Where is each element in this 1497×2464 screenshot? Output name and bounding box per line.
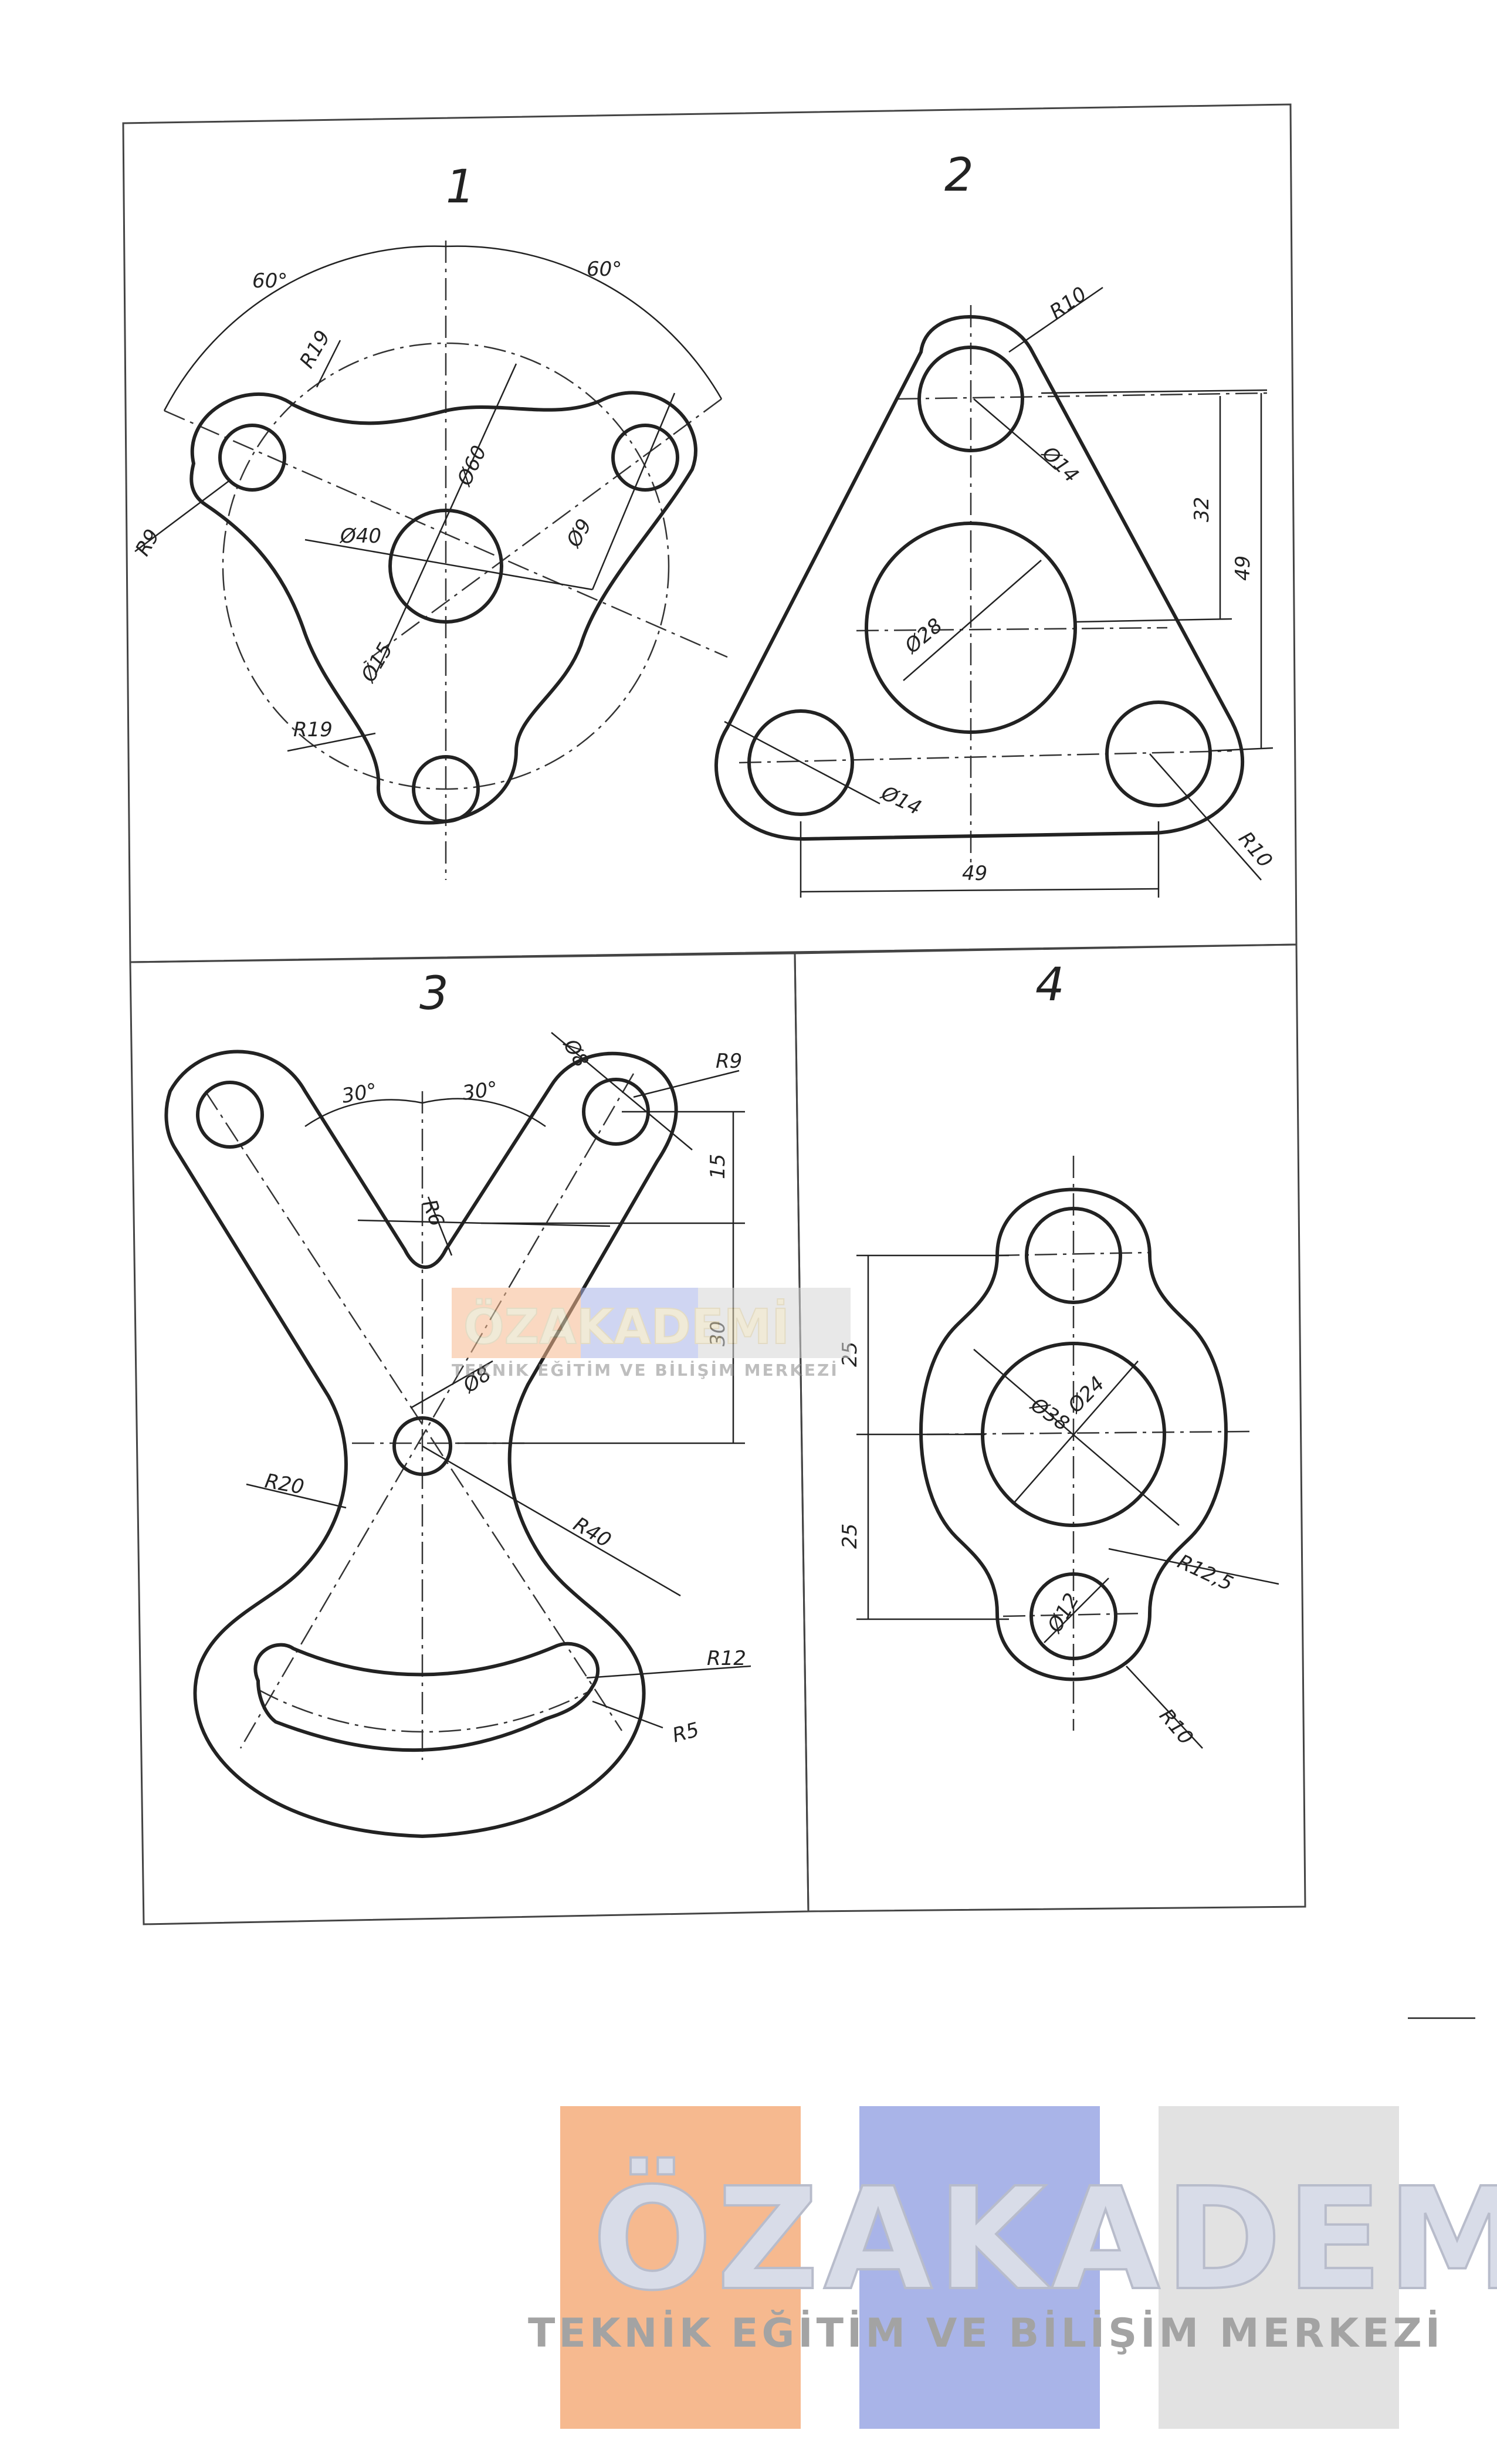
dim-angle-right: 60° [587,258,622,281]
part-1-outline [189,391,697,825]
watermark-brand: ÖZAKADEMİ [592,2157,1497,2321]
watermark-small: ÖZAKADEMİ TEKNİK EĞİTİM VE BİLİŞİM MERKE… [452,1288,851,1380]
dim-d40: Ø40 [339,524,381,548]
dim-r9: R9 [716,1050,742,1073]
dim-angle-left: 30° [340,1079,379,1108]
hole-top [1025,1207,1122,1304]
panel-4: 4 25 25 Ø38 Ø24 Ø12 R12,5 R10 [838,959,1279,1749]
hole-bottom [412,755,480,823]
dim-r12: R12 [707,1647,746,1670]
panel-3-number: 3 [419,967,449,1020]
dim-r19-top: R19 [295,327,335,373]
dim-angle-right: 30° [461,1077,499,1105]
hole-bottom [1029,1572,1117,1660]
hole-center [392,1416,452,1476]
dim-r10-right: R10 [1234,827,1277,872]
panel-1: 1 60° 60° R19 R9 Ø60 Ø40 Ø9 Ø15 R19 [131,161,728,880]
hole-right [611,424,679,492]
part-2-outline [714,315,1245,841]
dim-d8-top: Ø8 [558,1034,593,1072]
hole-left [747,709,854,816]
dim-d60: Ø60 [452,442,492,490]
dim-r40: R40 [570,1512,615,1552]
panel-3: 3 30° 30° Ø8 R9 15 R6 [164,967,751,1839]
dim-d28: Ø28 [900,614,947,659]
dim-r19-bottom: R19 [293,718,333,742]
slot [253,1641,600,1752]
dim-angle-left: 60° [252,269,287,293]
dim-d9: Ø9 [561,515,597,553]
watermark-large: ÖZAKADEMİ TEKNİK EĞİTİM VE BİLİŞİM MERKE… [528,2106,1497,2429]
watermark-blue-block [859,2106,1100,2429]
panel-4-number: 4 [1035,959,1065,1011]
hole-left [218,424,286,492]
hole-center [865,522,1077,734]
panel-2: 2 R10 Ø14 32 49 Ø28 Ø14 R10 49 [714,149,1277,898]
part-3-outline [164,1050,678,1839]
dim-r5: R5 [670,1718,702,1747]
sheet-frame [122,103,1306,1925]
dim-d15: Ø15 [356,639,398,687]
watermark-tagline: TEKNİK EĞİTİM VE BİLİŞİM MERKEZİ [528,2310,1444,2357]
dim-49-horizontal: 49 [962,862,987,885]
dim-r9: R9 [131,525,164,560]
watermark-gray-block [1159,2106,1399,2429]
dim-d14-top: Ø14 [1037,441,1083,488]
watermark-small-tagline: TEKNİK EĞİTİM VE BİLİŞİM MERKEZİ [452,1360,839,1380]
part-4-outline [919,1187,1228,1681]
watermark-small-brand: ÖZAKADEMİ [463,1299,790,1355]
dim-d14-left: Ø14 [876,781,924,820]
hole-top [917,346,1024,452]
hole-center [388,509,503,624]
dim-25-bottom: 25 [838,1524,862,1549]
dim-15: 15 [706,1154,730,1179]
hole-left [196,1081,264,1149]
dim-32: 32 [1190,497,1214,522]
dim-r20: R20 [263,1469,306,1499]
dim-49-vertical: 49 [1231,556,1255,581]
panel-1-number: 1 [446,161,475,214]
dim-d24: Ø24 [1063,1372,1109,1419]
dim-r10-top: R10 [1045,282,1091,324]
hole-right [1105,700,1212,807]
dim-r12-5: R12,5 [1174,1550,1237,1596]
dim-d12: Ø12 [1042,1589,1084,1637]
watermark-orange-block [560,2106,801,2429]
dim-r10: R10 [1154,1704,1198,1749]
panel-2-number: 2 [944,149,974,202]
